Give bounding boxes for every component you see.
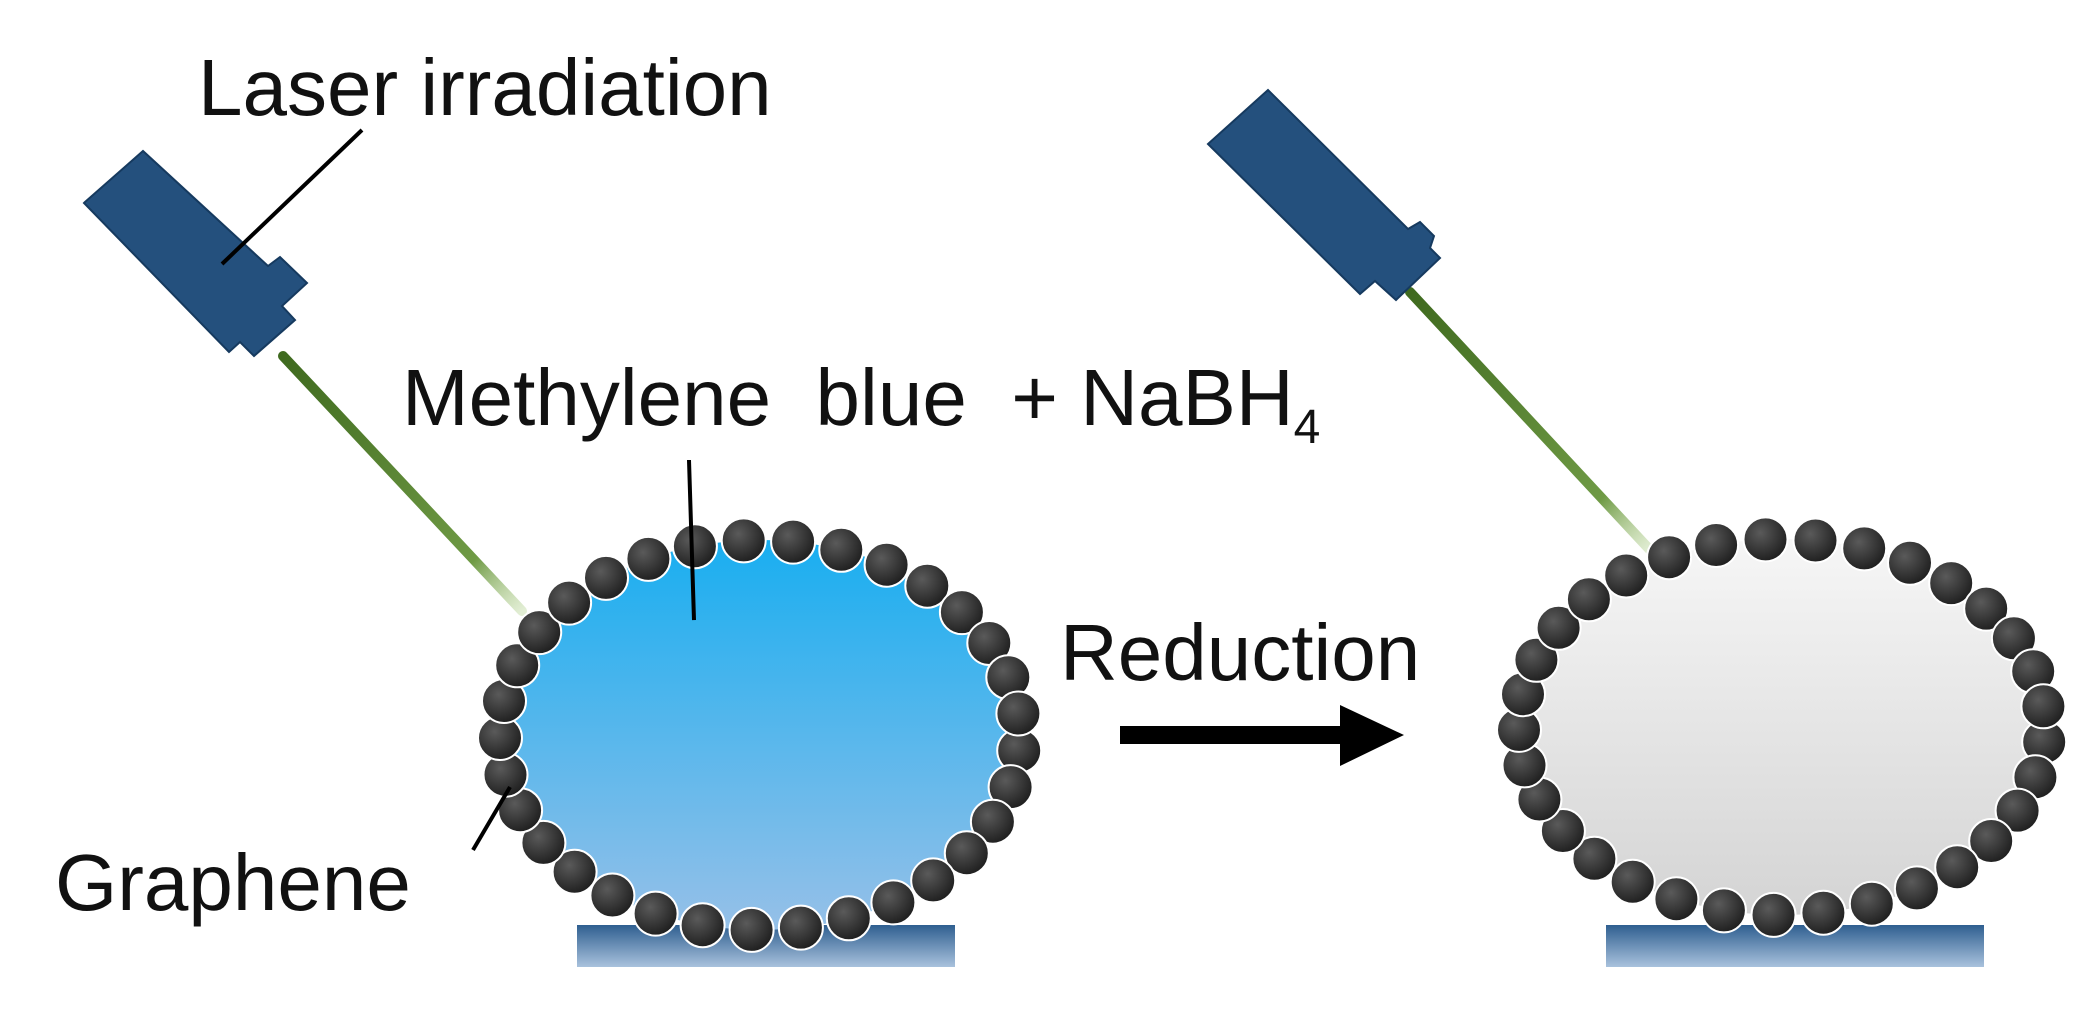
graphene-particle-icon [825,895,872,942]
graphene-particle-icon [910,857,957,904]
graphene-label-leader [471,785,512,852]
graphene-particle-icon [1968,818,2015,864]
graphene-particle-icon [770,518,817,565]
graphene-particle-icon [1565,576,1612,623]
laser-label-leader [220,128,364,266]
graphene-particle-icon [1750,891,1797,938]
droplet-after [1496,516,2068,967]
graphene-particle-icon [720,517,767,564]
graphene-particle-icon [1571,835,1618,882]
graphene-particle-icon [1603,552,1650,599]
graphene-particle-icon [583,554,629,601]
graphene-particle-icon [679,902,726,949]
graphene-particle-icon [546,579,593,626]
graphene-particle-icon [1928,560,1975,607]
graphene-particle-icon [1513,636,1560,683]
reaction-arrow [1120,705,1404,766]
graphene-particle-icon [516,609,563,656]
laser-right [1206,88,1655,555]
graphene-particle-icon [1693,522,1740,568]
graphene-particle-icon [1800,889,1847,936]
graphene-particle-icon [551,848,598,895]
graphene-particle-icon [1994,787,2041,834]
graphene-shell-after [1496,516,2068,938]
graphene-particle-icon [1742,516,1789,563]
graphene-particle-icon [969,798,1016,845]
graphene-particle-icon [870,879,917,926]
graphene-particle-icon [1934,844,1981,891]
graphene-particle-icon [1848,880,1895,927]
graphene-particle-icon [904,562,951,609]
laser-beam-right [1405,287,1655,555]
laser-beam-left [278,351,527,616]
laser-icon [1206,88,1442,302]
graphene-particle-icon [625,535,672,582]
graphene-label: Graphene [55,838,411,927]
graphene-particle-icon [1893,865,1940,912]
arrow-right-icon [1340,705,1404,766]
graphene-particle-icon [589,872,636,919]
reduction-label: Reduction [1060,608,1420,697]
graphene-particle-icon [1700,887,1747,934]
graphene-particle-icon [938,589,985,636]
graphene-shell-before [477,517,1043,953]
graphene-particle-icon [2020,683,2067,730]
graphene-particle-icon [728,906,775,953]
graphene-particle-icon [943,830,990,877]
graphene-particle-icon [777,904,824,951]
graphene-particle-icon [520,819,567,866]
graphene-particle-icon [1535,604,1582,651]
graphene-particle-icon [1963,585,2010,632]
droplet-icon [500,540,1020,930]
substrate-icon [1606,925,1984,967]
graphene-particle-icon [1887,539,1933,586]
graphene-particle-icon [671,523,718,570]
reactants-label-leader [687,459,696,621]
graphene-particle-icon [863,541,910,588]
reactants-label: Methylene blue + NaBH4 [402,353,1320,454]
graphene-particle-icon [995,690,1042,737]
graphene-particle-icon [1653,876,1700,923]
graphene-particle-icon [1609,858,1656,905]
graphene-particle-icon [1646,534,1693,581]
reactants-label-subscript: 4 [1294,401,1321,454]
graphene-particle-icon [1539,808,1586,854]
graphene-particle-icon [1841,525,1888,572]
laser-label: Laser irradiation [198,43,772,132]
laser-icon [82,149,309,358]
graphene-particle-icon [494,642,541,689]
laser-left [82,149,527,616]
reactants-label-main: Methylene blue + NaBH [402,353,1294,442]
graphene-particle-icon [818,526,865,573]
droplet-icon [1519,539,2045,915]
graphene-particle-icon [632,890,679,937]
graphene-particle-icon [1792,517,1839,564]
droplet-before [477,517,1043,967]
